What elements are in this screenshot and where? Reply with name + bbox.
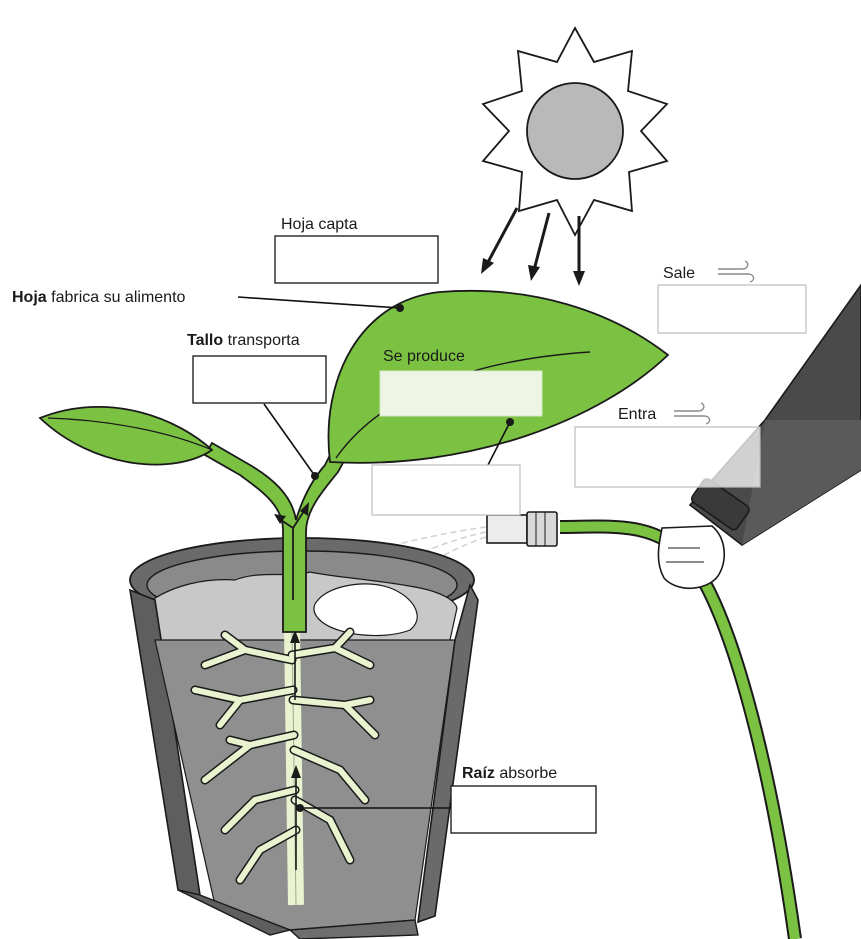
label-se-produce: Se produce (383, 348, 465, 365)
label-hoja-fabrica-bold: Hoja (12, 289, 47, 306)
tallo-transporta-box[interactable] (193, 356, 326, 403)
raiz-absorbe-box[interactable] (451, 786, 596, 833)
wind-icon (718, 261, 754, 282)
sun-icon (483, 28, 667, 235)
label-tallo-rest: transporta (223, 332, 300, 349)
label-tallo-bold: Tallo (187, 332, 223, 349)
hoja-capta-box[interactable] (275, 236, 438, 283)
label-raiz: Raíz absorbe (462, 765, 557, 782)
label-raiz-bold: Raíz (462, 765, 495, 782)
label-hoja-capta: Hoja capta (281, 216, 358, 233)
label-tallo: Tallo transporta (187, 332, 300, 349)
entra-box[interactable] (575, 427, 760, 487)
label-entra: Entra (618, 406, 656, 423)
se-produce-box[interactable] (380, 371, 542, 416)
wind-icon (674, 403, 710, 424)
label-raiz-rest: absorbe (495, 765, 557, 782)
label-sale: Sale (663, 265, 695, 282)
se-produce-secondary-box[interactable] (372, 465, 520, 515)
leaf-small (40, 407, 212, 465)
label-hoja-fabrica: Hoja fabrica su alimento (12, 289, 186, 306)
sale-box[interactable] (658, 285, 806, 333)
label-hoja-fabrica-rest: fabrica su alimento (47, 289, 186, 306)
